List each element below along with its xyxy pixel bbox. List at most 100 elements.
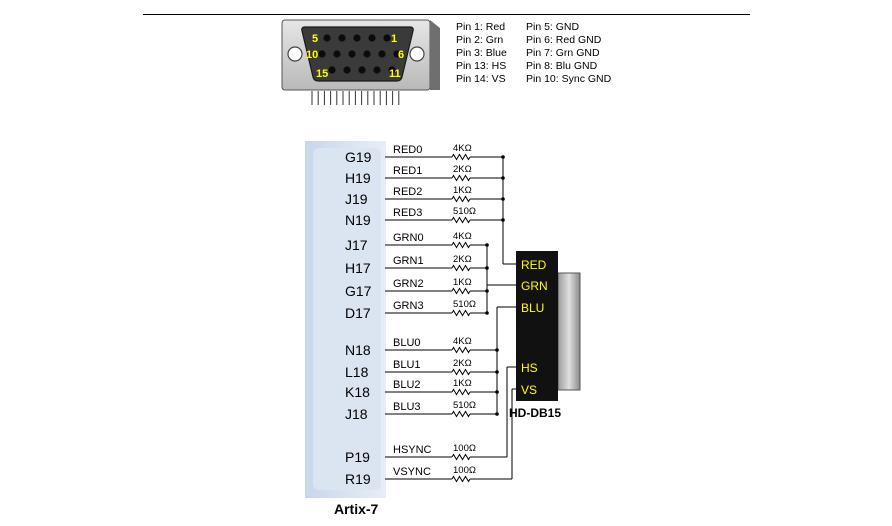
resistor-value: 100Ω [453, 443, 476, 454]
resistor-icon [451, 309, 471, 317]
resistor-icon [451, 264, 471, 272]
net-label: RED1 [393, 165, 422, 177]
legend-left-item: Pin 3: Blue [456, 47, 507, 59]
legend-left-item: Pin 13: HS [456, 60, 506, 72]
fpga-pin-area [313, 148, 381, 490]
net-label: GRN1 [393, 255, 424, 267]
resistor-icon [451, 410, 471, 418]
resistor-value: 1KΩ [453, 277, 472, 288]
resistor-icon [451, 153, 471, 161]
legend-right-item: Pin 5: GND [526, 21, 580, 33]
resistor-value: 4KΩ [453, 336, 472, 347]
pin-hole-icon [323, 34, 331, 42]
pin-hole-icon [373, 66, 381, 74]
pin-hole-icon [328, 66, 336, 74]
legend-left-item: Pin 2: Grn [456, 34, 503, 46]
fpga-pin-label: P19 [345, 449, 370, 465]
pin-hole-icon [353, 34, 361, 42]
connector-label: HD-DB15 [509, 406, 561, 420]
resistor-value: 2KΩ [453, 254, 472, 265]
resistor-value: 100Ω [453, 465, 476, 476]
pin-hole-icon [333, 50, 341, 58]
connector-signal-hs: HS [521, 361, 538, 375]
pin-hole-icon [383, 34, 391, 42]
resistor-value: 2KΩ [453, 358, 472, 369]
legend-right-item: Pin 10: Sync GND [526, 73, 612, 85]
legend-right-item: Pin 6: Red GND [526, 34, 602, 46]
resistor-icon [451, 453, 471, 461]
connector-signal-vs: VS [521, 383, 537, 397]
fpga-label: Artix-7 [334, 501, 379, 517]
vga-connector-illustration: 5 1 10 6 15 11 [281, 19, 440, 105]
net-label: RED2 [393, 186, 422, 198]
fpga-pin-label: K18 [345, 384, 370, 400]
pin-hole-icon [358, 66, 366, 74]
legend-left-item: Pin 1: Red [456, 21, 505, 33]
fpga-pin-label: H17 [345, 260, 371, 276]
net-label: BLU0 [393, 337, 421, 349]
pin-number: 10 [306, 49, 318, 61]
resistor-value: 4KΩ [453, 231, 472, 242]
fpga-pin-label: G17 [345, 283, 372, 299]
net-label: BLU1 [393, 359, 421, 371]
pin-number: 15 [316, 68, 328, 80]
mounting-hole-icon [409, 46, 425, 62]
resistor-value: 2KΩ [453, 164, 472, 175]
resistor-icon [451, 216, 471, 224]
resistor-value: 510Ω [453, 400, 476, 411]
mounting-hole-icon [287, 46, 303, 62]
pin-hole-icon [343, 66, 351, 74]
fpga-pin-label: D17 [345, 305, 371, 321]
resistor-value: 510Ω [453, 299, 476, 310]
connector-signal-blu: BLU [521, 301, 544, 315]
fpga-pin-label: R19 [345, 471, 371, 487]
resistor-icon [451, 174, 471, 182]
connector-signal-red: RED [521, 258, 547, 272]
fpga-pin-label: L18 [345, 364, 369, 380]
legend-right-item: Pin 7: Grn GND [526, 47, 600, 59]
net-label: GRN3 [393, 300, 424, 312]
net-label: RED3 [393, 207, 422, 219]
resistor-icon [451, 195, 471, 203]
resistor-icon [451, 388, 471, 396]
net-label: BLU2 [393, 379, 421, 391]
top-rule [143, 14, 750, 15]
connector-signal-grn: GRN [521, 279, 548, 293]
pin-number: 6 [398, 49, 404, 61]
pin-hole-icon [338, 34, 346, 42]
resistor-icon [451, 346, 471, 354]
pin-hole-icon [348, 50, 356, 58]
hd-db15-connector: RED GRN BLU HS VS HD-DB15 [509, 251, 581, 420]
pin-number: 11 [389, 68, 401, 80]
net-label: GRN0 [393, 232, 424, 244]
pin-hole-icon [388, 66, 396, 74]
pin-hole-icon [318, 50, 326, 58]
pin-number: 1 [391, 33, 397, 45]
fpga-pin-label: N19 [345, 212, 371, 228]
net-label: VSYNC [393, 466, 431, 478]
resistor-value: 510Ω [453, 206, 476, 217]
pin-hole-icon [378, 50, 386, 58]
net-label: RED0 [393, 144, 422, 156]
fpga-pin-label: J19 [345, 191, 368, 207]
fpga-pin-label: N18 [345, 342, 371, 358]
connector-plug-body [557, 272, 581, 391]
resistor-icon [451, 287, 471, 295]
resistor-value: 1KΩ [453, 185, 472, 196]
pin-hole-icon [393, 50, 401, 58]
fpga-pin-label: H19 [345, 170, 371, 186]
net-label: GRN2 [393, 278, 424, 290]
connector-block [516, 251, 558, 401]
fpga-pin-label: J17 [345, 237, 368, 253]
resistor-icon [451, 241, 471, 249]
resistor-value: 1KΩ [453, 378, 472, 389]
resistor-icon [451, 368, 471, 376]
pin-legend: Pin 1: Red Pin 2: Grn Pin 3: Blue Pin 13… [456, 21, 612, 85]
pin-hole-icon [368, 34, 376, 42]
legend-left-item: Pin 14: VS [456, 73, 506, 85]
resistor-value: 4KΩ [453, 143, 472, 154]
legend-right-item: Pin 8: Blu GND [526, 60, 598, 72]
fpga-pin-label: J18 [345, 406, 368, 422]
